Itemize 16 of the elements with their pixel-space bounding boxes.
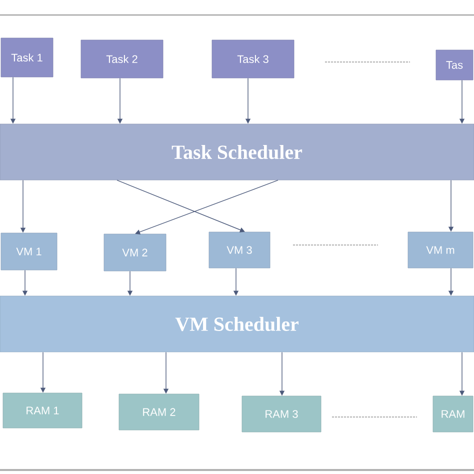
- task-box: Tas: [436, 50, 474, 80]
- arrow: [116, 180, 245, 232]
- vm-box: VM 1: [0, 232, 58, 270]
- scheduler-band: VM Scheduler: [0, 296, 474, 352]
- ram-box: RAM 1: [2, 392, 82, 428]
- vm-box: VM m: [408, 232, 474, 268]
- task-box: Task 2: [80, 40, 164, 78]
- ram-box: RAM: [432, 396, 474, 432]
- vm-box: VM 3: [208, 232, 270, 268]
- vm-box: VM 2: [104, 234, 166, 272]
- ram-box: RAM 3: [242, 396, 322, 432]
- arrow: [135, 180, 278, 234]
- scheduler-band: Task Scheduler: [0, 124, 474, 180]
- ram-box: RAM 2: [118, 394, 200, 430]
- task-box: Task 1: [0, 38, 54, 78]
- task-box: Task 3: [212, 40, 294, 78]
